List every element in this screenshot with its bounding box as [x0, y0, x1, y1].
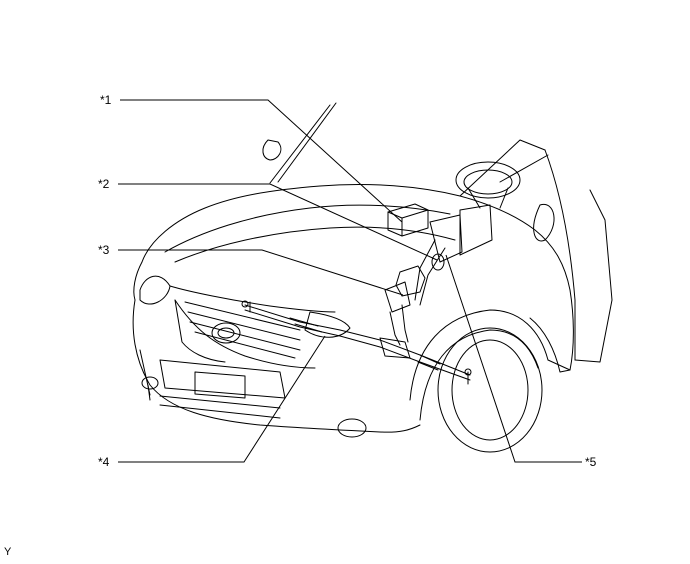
ecu-box [387, 203, 429, 237]
leader-line-5 [445, 254, 582, 463]
steering-components [241, 161, 521, 385]
corner-mark: Y [4, 546, 12, 558]
vehicle-body [132, 102, 613, 453]
leader-line-1 [120, 99, 403, 223]
steering-column [459, 204, 493, 256]
callout-leaders [118, 99, 582, 463]
callout-label-4: *4 [98, 455, 110, 469]
callout-label-2: *2 [98, 177, 110, 191]
leader-line-3 [118, 249, 404, 296]
callout-label-3: *3 [98, 243, 110, 257]
callout-labels: *1 *2 *3 *4 *5 [98, 93, 597, 469]
steering-wheel-outline [455, 161, 521, 199]
leader-line-2 [118, 183, 438, 261]
callout-label-1: *1 [100, 93, 112, 107]
leader-line-4 [118, 335, 326, 463]
callout-label-5: *5 [585, 455, 597, 469]
